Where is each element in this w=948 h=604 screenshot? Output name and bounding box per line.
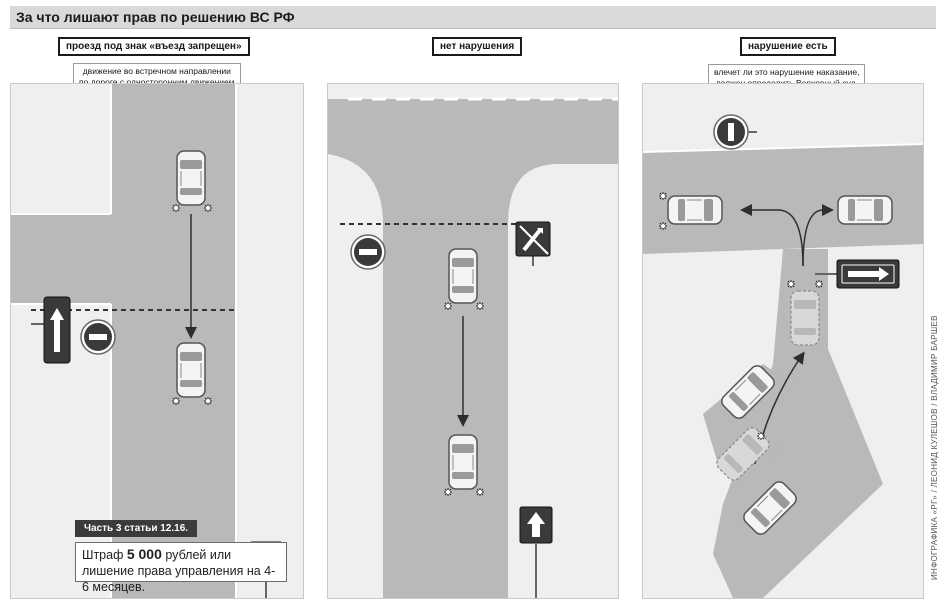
panel-1-note-line1: движение во встречном направлении — [82, 66, 231, 76]
straight-arrow-sign-icon — [519, 506, 553, 598]
panel-3-tag: нарушение есть — [740, 37, 836, 56]
panel-3-note-line1: влечет ли это нарушение наказание, — [714, 67, 860, 77]
blinker-icon — [171, 203, 181, 213]
road-side — [11, 214, 111, 304]
no-entry-sign-icon — [350, 234, 386, 270]
no-entry-sign-icon — [713, 114, 757, 150]
panel-2 — [327, 83, 619, 599]
panel-3-scene — [643, 84, 923, 598]
no-entry-sign-icon — [80, 319, 116, 355]
panel-1: Часть 3 статьи 12.16. Штраф 5 000 рублей… — [10, 83, 304, 599]
end-one-way-sign-icon — [515, 221, 551, 266]
car-icon — [837, 195, 893, 225]
panel-3 — [642, 83, 924, 599]
one-way-sign-icon — [31, 296, 71, 364]
blinker-icon — [443, 487, 453, 497]
panel-1-note-line2: по дороге с односторонним движением — [79, 77, 235, 87]
panel-2-tag: нет нарушения — [432, 37, 523, 56]
turn-right-arrow — [802, 204, 834, 267]
blinker-icon — [171, 396, 181, 406]
blinker-icon — [203, 203, 213, 213]
blinker-icon — [814, 279, 824, 289]
panel-1-tag: проезд под знак «въезд запрещен» — [58, 37, 250, 56]
panel-1-scene — [11, 84, 283, 598]
car-icon — [176, 150, 206, 206]
panel-2-scene — [328, 84, 618, 598]
credit-line: ИНФОГРАФИКА «РГ» / ЛЕОНИД КУЛЕШОВ / ВЛАД… — [930, 315, 939, 580]
road-vertical — [111, 84, 236, 598]
road-horizontal — [643, 144, 923, 254]
road — [328, 99, 618, 598]
blinker-icon — [203, 396, 213, 406]
blinker-icon — [443, 301, 453, 311]
blinker-icon — [475, 487, 485, 497]
direction-arrow-sign-icon — [815, 259, 900, 289]
fine-rest: рублей или лишение права управления на 4… — [82, 548, 276, 594]
fine-box: Штраф 5 000 рублей или лишение права упр… — [75, 542, 287, 594]
blinker-icon — [658, 191, 668, 201]
car-icon — [176, 342, 206, 398]
fine-amount: 5 000 — [126, 546, 162, 562]
page-title: За что лишают прав по решению ВС РФ — [16, 9, 295, 25]
blinker-icon — [475, 301, 485, 311]
blinker-icon — [756, 431, 766, 441]
blinker-icon — [658, 221, 668, 231]
car-icon — [448, 434, 478, 490]
fine-prefix: Штраф — [82, 548, 127, 562]
car-icon — [790, 290, 820, 346]
law-label: Часть 3 статьи 12.16. — [75, 520, 197, 537]
title-bar: За что лишают прав по решению ВС РФ — [10, 6, 936, 29]
car-icon — [448, 248, 478, 304]
blinker-icon — [786, 279, 796, 289]
car-icon — [667, 195, 723, 225]
